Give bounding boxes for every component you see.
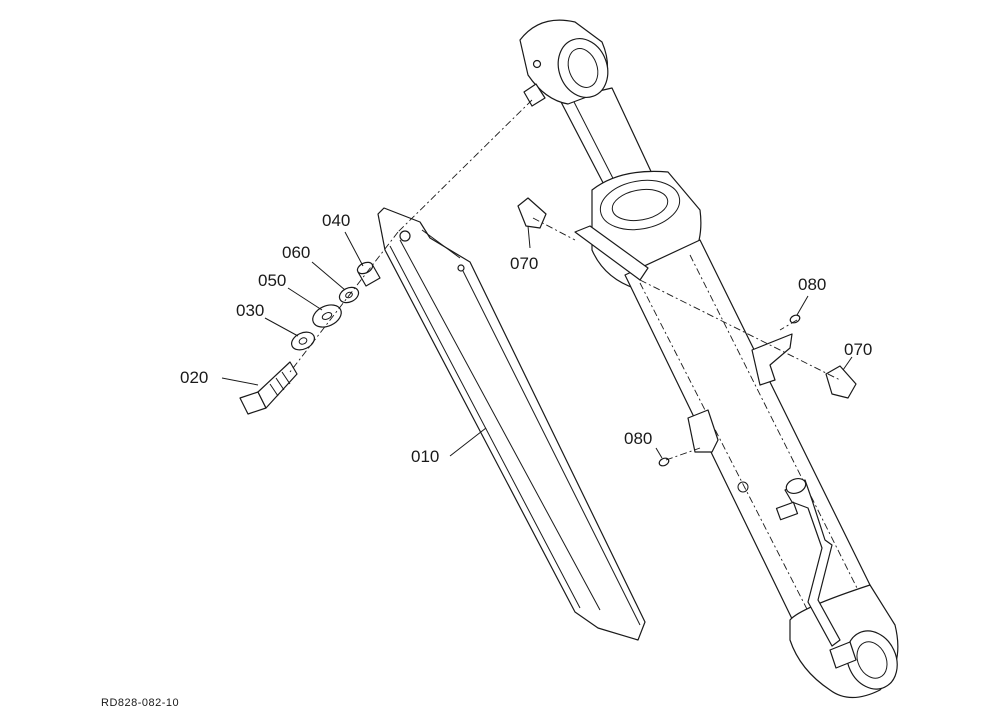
label-070-upper: 070 (510, 254, 538, 273)
washer-060 (338, 286, 360, 304)
collar-040 (356, 261, 381, 287)
bolt-020 (239, 361, 298, 415)
washer-050 (312, 304, 342, 328)
center-lines (289, 99, 841, 461)
label-060: 060 (282, 243, 310, 262)
pad-070-upper (517, 197, 547, 229)
label-030: 030 (236, 301, 264, 320)
label-010: 010 (411, 447, 439, 466)
guard-plate (377, 207, 646, 641)
pad-070-lower (825, 365, 857, 399)
label-050: 050 (258, 271, 286, 290)
label-040: 040 (322, 211, 350, 230)
clip-080-lower (658, 457, 670, 467)
washer-030 (291, 331, 315, 351)
label-070-lower: 070 (844, 340, 872, 359)
clip-080-upper (789, 314, 801, 324)
label-080-lower: 080 (624, 429, 652, 448)
label-080-upper: 080 (798, 275, 826, 294)
hydraulic-cylinder (519, 19, 899, 699)
label-020: 020 (180, 368, 208, 387)
drawing-code: RD828-082-10 (101, 697, 179, 709)
leader-lines (221, 225, 853, 459)
